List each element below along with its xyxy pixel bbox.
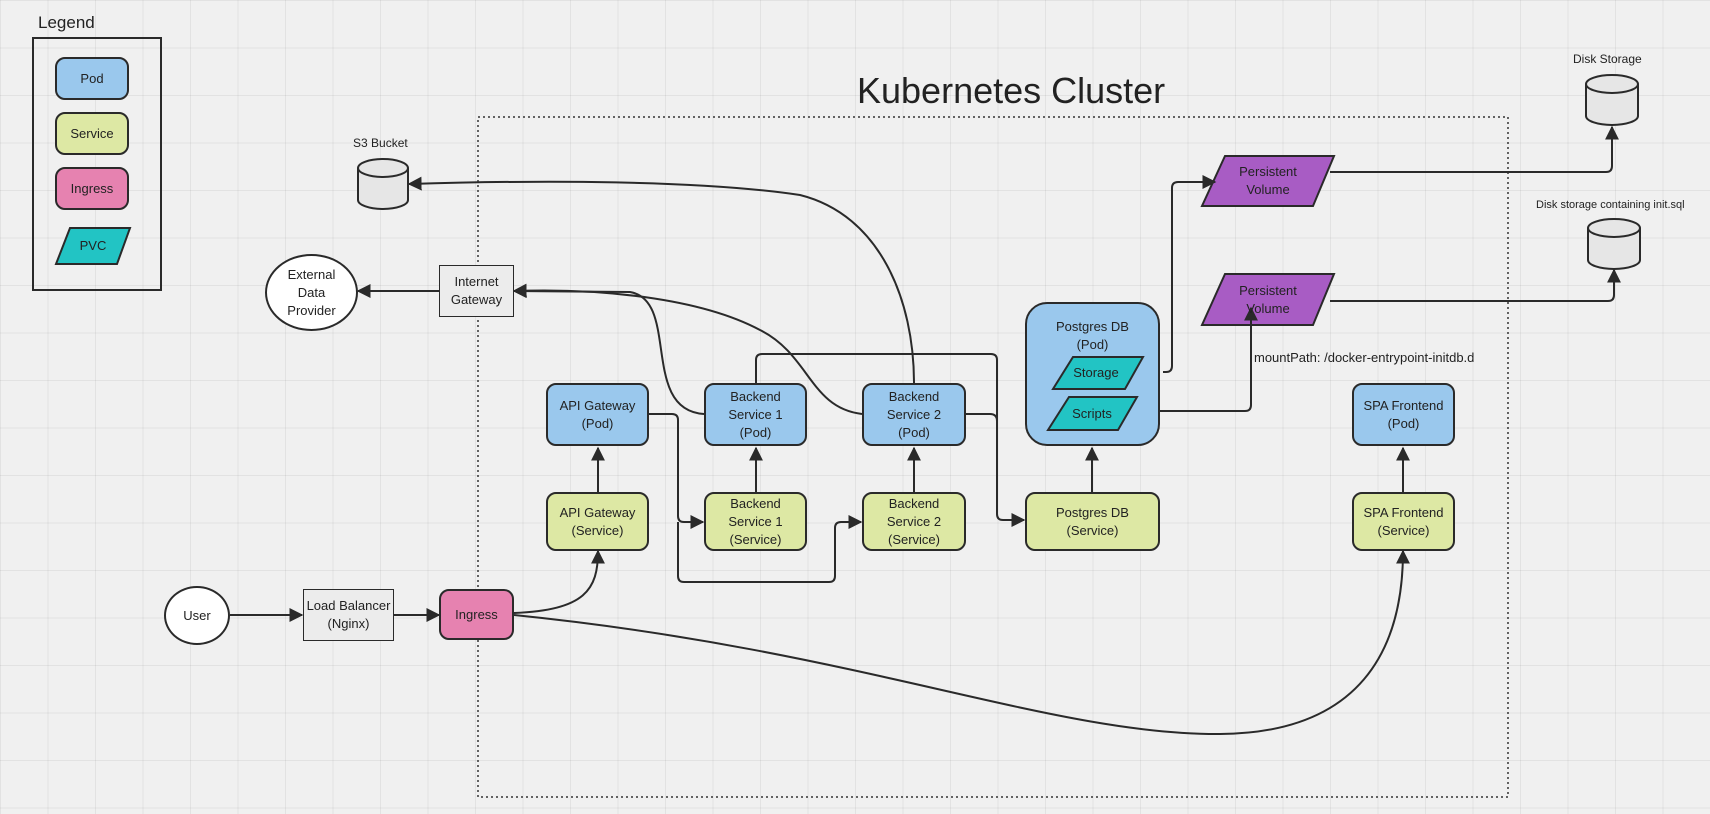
edge-ingress-to-apigw-svc <box>513 549 605 614</box>
storage-pvc-label: Storage <box>1073 365 1119 380</box>
edge-pv2-to-disk-init <box>1330 268 1621 302</box>
persistent-volume-2-shape[interactable] <box>1200 273 1336 326</box>
api-gateway-service[interactable]: API Gateway (Service) <box>546 492 649 551</box>
edge-storage-pvc-to-pv1 <box>1163 175 1217 373</box>
ingress-node[interactable]: Ingress <box>439 589 514 640</box>
spa-frontend-pod[interactable]: SPA Frontend (Pod) <box>1352 383 1455 446</box>
legend-item-service: Service <box>55 112 129 155</box>
edge-b2-pod-to-s3 <box>407 176 915 384</box>
disk-storage-label: Disk Storage <box>1573 52 1642 66</box>
legend-title: Legend <box>38 13 95 32</box>
internet-gateway-node[interactable]: Internet Gateway <box>439 265 514 317</box>
backend-service-2-pod-label: Backend Service 2 (Pod) <box>886 388 942 440</box>
backend-service-1-pod[interactable]: Backend Service 1 (Pod) <box>704 383 807 446</box>
backend-service-2-service[interactable]: Backend Service 2 (Service) <box>862 492 966 551</box>
api-gateway-pod[interactable]: API Gateway (Pod) <box>546 383 649 446</box>
legend-pvc-shape <box>54 227 132 265</box>
mount-path-annotation: mountPath: /docker-entrypoint-initdb.d <box>1254 350 1475 365</box>
postgres-db-service[interactable]: Postgres DB (Service) <box>1025 492 1160 551</box>
user-node[interactable]: User <box>164 586 230 645</box>
persistent-volume-1-label: Persistent Volume <box>1239 164 1297 197</box>
edge-scripts-pvc-to-pv2 <box>1128 306 1258 412</box>
backend-service-1-service[interactable]: Backend Service 1 (Service) <box>704 492 807 551</box>
ingress-label: Ingress <box>455 606 498 622</box>
backend-service-2-pod[interactable]: Backend Service 2 (Pod) <box>862 383 966 446</box>
legend-box <box>32 37 162 291</box>
s3-bucket-label: S3 Bucket <box>353 136 408 150</box>
edge-apigw-pod-to-b1-svc <box>649 413 705 529</box>
storage-pvc-shape[interactable] <box>1051 356 1145 390</box>
legend-item-ingress: Ingress <box>55 167 129 210</box>
disk-init-cylinder <box>1587 218 1641 270</box>
scripts-pvc-label: Scripts <box>1072 405 1112 421</box>
user-label: User <box>183 607 211 623</box>
external-data-provider-node[interactable]: External Data Provider <box>265 254 358 331</box>
spa-frontend-service[interactable]: SPA Frontend (Service) <box>1352 492 1455 551</box>
disk-init-label: Disk storage containing init.sql <box>1536 199 1685 211</box>
internet-gateway-label: Internet Gateway <box>450 274 503 307</box>
legend-item-pod: Pod <box>55 57 129 100</box>
edge-b1-pod-to-pg-svc <box>755 353 1026 527</box>
backend-service-1-service-label: Backend Service 1 (Service) <box>728 495 783 547</box>
edge-pv1-to-disk <box>1330 125 1619 173</box>
cluster-title: Kubernetes Cluster <box>857 70 1166 111</box>
persistent-volume-1-shape[interactable] <box>1200 155 1336 207</box>
edge-ingress-to-spa-svc <box>513 549 1410 736</box>
spa-frontend-pod-label: SPA Frontend (Pod) <box>1363 397 1444 431</box>
cluster-boundary <box>477 116 1509 798</box>
external-data-provider-label: External Data Provider <box>287 266 336 318</box>
disk-storage-cylinder <box>1585 74 1639 126</box>
scripts-pvc-shape[interactable] <box>1046 396 1139 431</box>
spa-frontend-service-label: SPA Frontend (Service) <box>1363 504 1444 538</box>
backend-service-2-service-label: Backend Service 2 (Service) <box>886 495 942 547</box>
backend-service-1-pod-label: Backend Service 1 (Pod) <box>728 388 783 440</box>
load-balancer-node[interactable]: Load Balancer (Nginx) <box>303 589 394 641</box>
legend-item-pvc: PVC <box>79 238 107 253</box>
s3-bucket-cylinder <box>357 158 409 210</box>
api-gateway-service-label: API Gateway (Service) <box>559 504 636 538</box>
edge-b2-pod-to-internet-gateway <box>512 283 863 415</box>
edge-b2-pod-to-pg-svc <box>966 413 998 430</box>
postgres-db-service-label: Postgres DB (Service) <box>1056 504 1129 538</box>
persistent-volume-2-label: Persistent Volume <box>1239 282 1297 316</box>
api-gateway-pod-label: API Gateway (Pod) <box>559 397 636 431</box>
edge-apigw-pod-to-b2-svc <box>677 515 863 583</box>
postgres-db-pod-label: Postgres DB (Pod) <box>1056 319 1129 352</box>
load-balancer-label: Load Balancer (Nginx) <box>306 598 391 631</box>
